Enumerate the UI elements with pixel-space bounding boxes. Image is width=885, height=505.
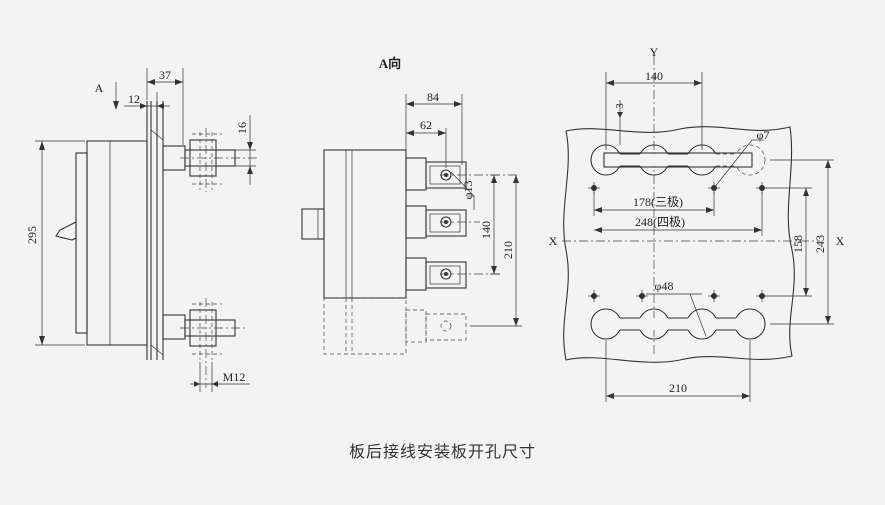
a-view-pitch-dim: 140	[479, 221, 493, 239]
screw-holes	[588, 182, 768, 302]
cutout-outer-height-dim: 243	[813, 235, 827, 253]
span-three-pole-dim: 178(三极)	[633, 195, 683, 209]
cutout-view: Y X X	[549, 45, 845, 402]
axis-x-label-right: X	[836, 234, 845, 248]
cutout-offset-dim: 3	[614, 103, 626, 109]
figure-caption: 板后接线安装板开孔尺寸	[348, 442, 536, 461]
terminal-pad-mid	[405, 205, 467, 239]
slot-hole-dim: φ48	[655, 279, 674, 293]
cutout-inner-height-dim: 158	[791, 235, 805, 253]
a-view-width1-dim: 84	[427, 90, 439, 104]
view-mark-a: A	[95, 81, 104, 95]
thread-dim: M12	[223, 370, 246, 384]
upper-slot	[590, 144, 766, 176]
a-view-hole-dim: φ13	[461, 181, 475, 200]
side-depth-dim: 37	[159, 68, 171, 82]
terminal-pad-top	[405, 157, 467, 191]
screw-hole-dim: φ7	[757, 128, 770, 142]
side-inner-dim: 12	[128, 92, 140, 106]
lower-slot	[590, 308, 766, 340]
cutout-bottom-width-dim: 210	[669, 381, 687, 395]
cutout-top-width-dim: 140	[645, 69, 663, 83]
terminal-width-dim: 16	[235, 122, 249, 134]
span-four-pole-dim: 248(四极)	[635, 215, 685, 229]
a-view-height-dim: 210	[501, 241, 515, 259]
a-view-title: A向	[379, 56, 401, 71]
side-height-dim: 295	[25, 226, 39, 244]
side-view: 295 37 12 A 16 M12	[25, 68, 260, 392]
a-view-width2-dim: 62	[420, 118, 432, 132]
a-view: A向	[301, 56, 522, 355]
axis-y-label: Y	[650, 45, 659, 59]
terminal-pad-hidden	[405, 309, 467, 343]
axis-x-label-left: X	[549, 234, 558, 248]
